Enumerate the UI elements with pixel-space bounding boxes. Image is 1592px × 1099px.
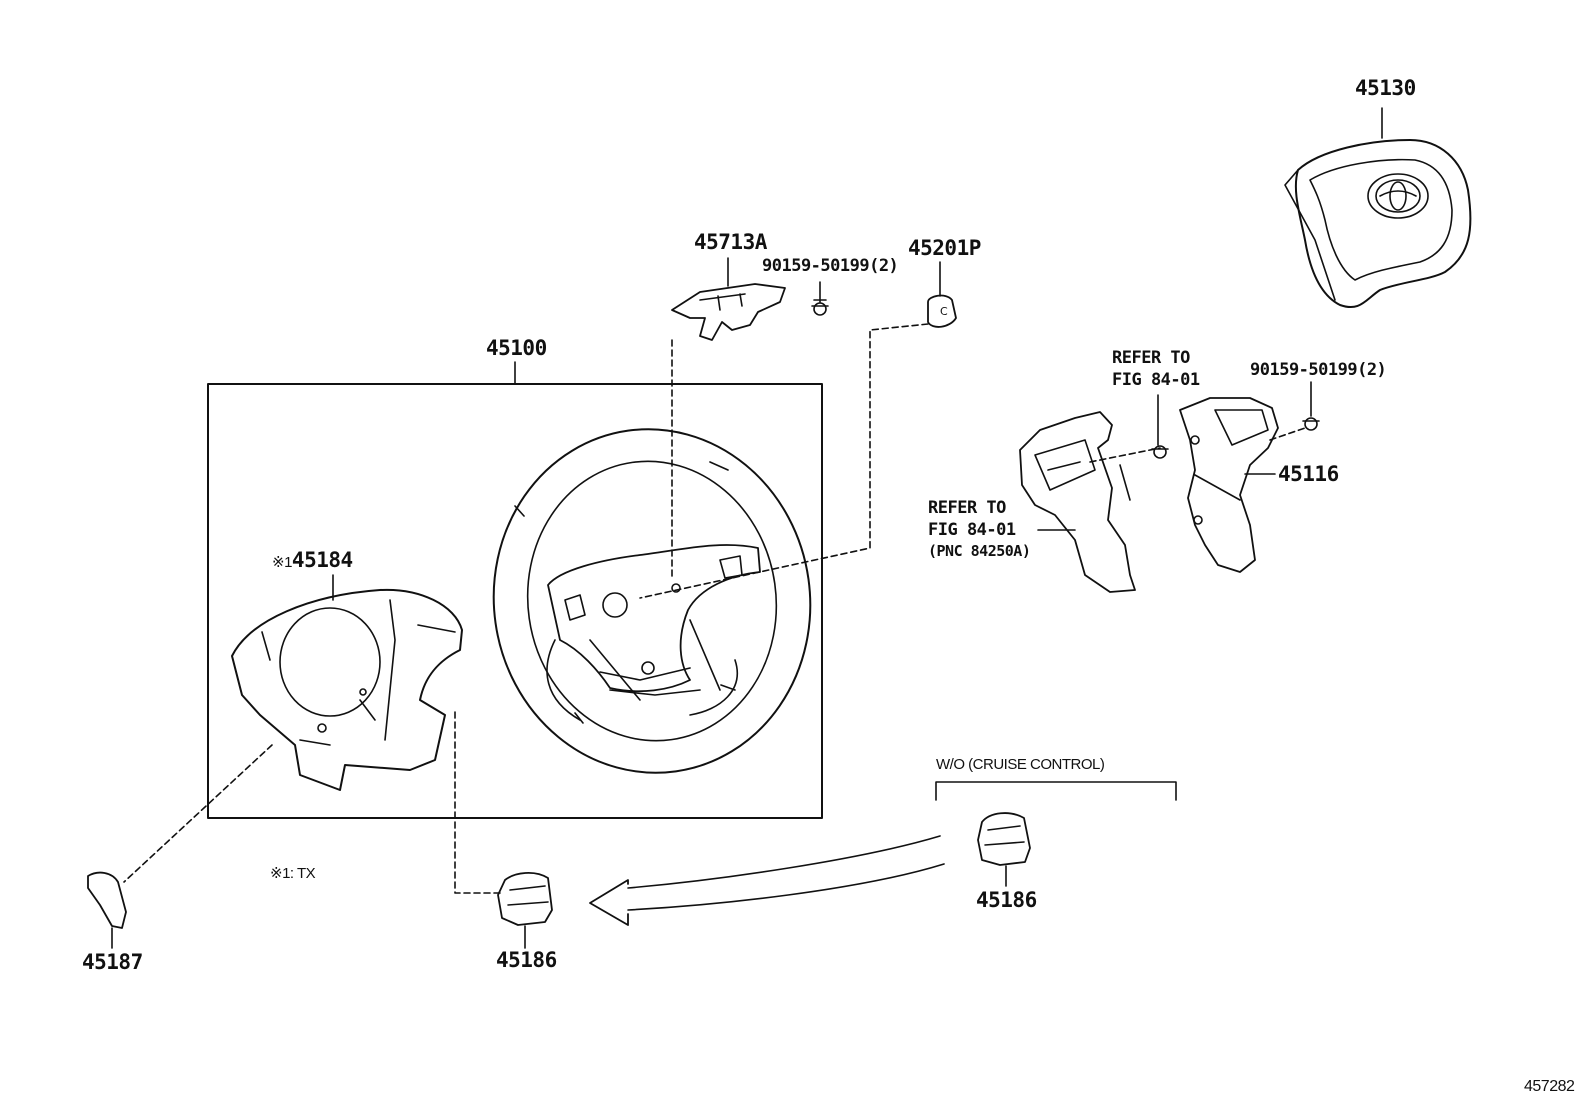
dashed-switch-left xyxy=(1089,447,1161,463)
label-refer2-line3: (PNC 84250A) xyxy=(928,542,1031,560)
screw-right-illustration xyxy=(1302,417,1320,431)
label-45201p: 45201P xyxy=(908,236,981,260)
dashed-45186-bottom xyxy=(454,711,501,894)
label-45186-right: 45186 xyxy=(976,888,1037,912)
screw-middle-illustration xyxy=(1151,445,1169,459)
cover-45186-bottom-illustration xyxy=(497,872,553,926)
label-45184-number: 45184 xyxy=(291,548,353,572)
label-90159-right: 90159-50199(2) xyxy=(1250,360,1387,380)
bracket-45713a-illustration xyxy=(671,283,786,341)
label-refer2-line1: REFER TO xyxy=(928,498,1006,518)
steering-wheel-illustration xyxy=(492,428,812,774)
cover-45186-right-illustration xyxy=(977,812,1031,866)
svg-text:C: C xyxy=(940,305,948,318)
label-45187: 45187 xyxy=(82,950,143,974)
label-45130: 45130 xyxy=(1355,76,1416,100)
dashed-45201p-to-wheel xyxy=(639,323,929,599)
label-refer1-line1: REFER TO xyxy=(1112,348,1190,368)
drawing-number: 457282 xyxy=(1524,1078,1575,1095)
label-refer2-line2: FIG 84-01 xyxy=(928,520,1016,540)
label-45186-bottom: 45186 xyxy=(496,948,557,972)
cap-45201p-illustration: C xyxy=(927,294,957,328)
note-tx: ※1: TX xyxy=(270,865,316,882)
label-refer1-line2: FIG 84-01 xyxy=(1112,370,1200,390)
dashed-switch-right xyxy=(1269,427,1306,441)
airbag-45130-illustration xyxy=(1284,139,1472,309)
label-45184: ※145184 xyxy=(272,548,353,572)
label-45116: 45116 xyxy=(1278,462,1339,486)
label-45713a: 45713A xyxy=(694,230,767,254)
cover-45187-illustration xyxy=(87,871,127,929)
wo-cruise-bracket xyxy=(935,781,1177,801)
lower-cover-45184-illustration xyxy=(231,588,463,791)
switch-right-45116-illustration xyxy=(1179,397,1279,573)
arrow-illustration xyxy=(589,835,945,926)
tx-mark: ※1 xyxy=(272,554,292,571)
switch-left-illustration xyxy=(1019,411,1136,593)
label-wo-cruise: W/O (CRUISE CONTROL) xyxy=(936,756,1105,773)
label-45100: 45100 xyxy=(486,336,547,360)
dashed-45187 xyxy=(123,744,273,883)
label-90159-top: 90159-50199(2) xyxy=(762,256,899,276)
